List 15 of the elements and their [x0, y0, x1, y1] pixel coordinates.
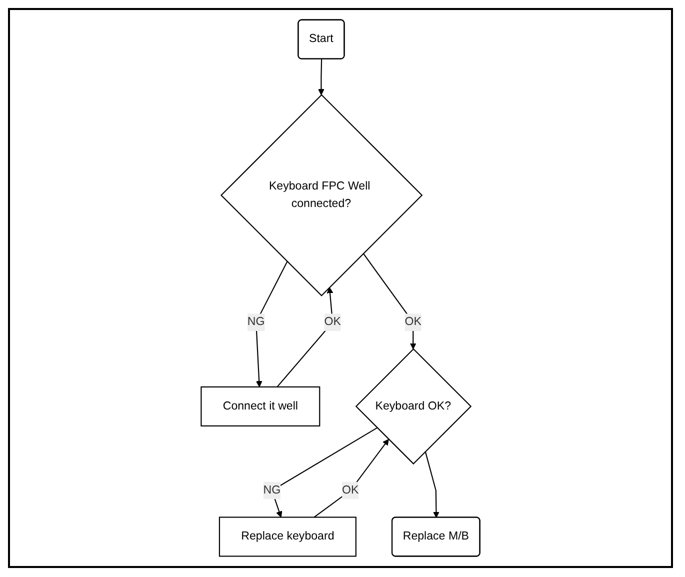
- arrow: [276, 287, 334, 388]
- edge-label: OK: [404, 316, 422, 328]
- edge-label: NG: [247, 316, 265, 328]
- edge-label: NG: [263, 484, 281, 496]
- node-diamond: Keyboard OK?: [355, 348, 472, 465]
- arrow: [256, 261, 288, 388]
- node-box: Connect it well: [200, 386, 320, 426]
- node-diamond: Keyboard FPC Well connected?: [220, 94, 423, 296]
- arrow: [362, 253, 416, 350]
- edge-label: OK: [324, 316, 341, 328]
- arrow: [318, 59, 324, 96]
- edge-label: OK: [342, 484, 359, 496]
- arrow: [314, 439, 389, 518]
- node-box: Replace keyboard: [218, 516, 356, 557]
- arrow: [424, 451, 440, 518]
